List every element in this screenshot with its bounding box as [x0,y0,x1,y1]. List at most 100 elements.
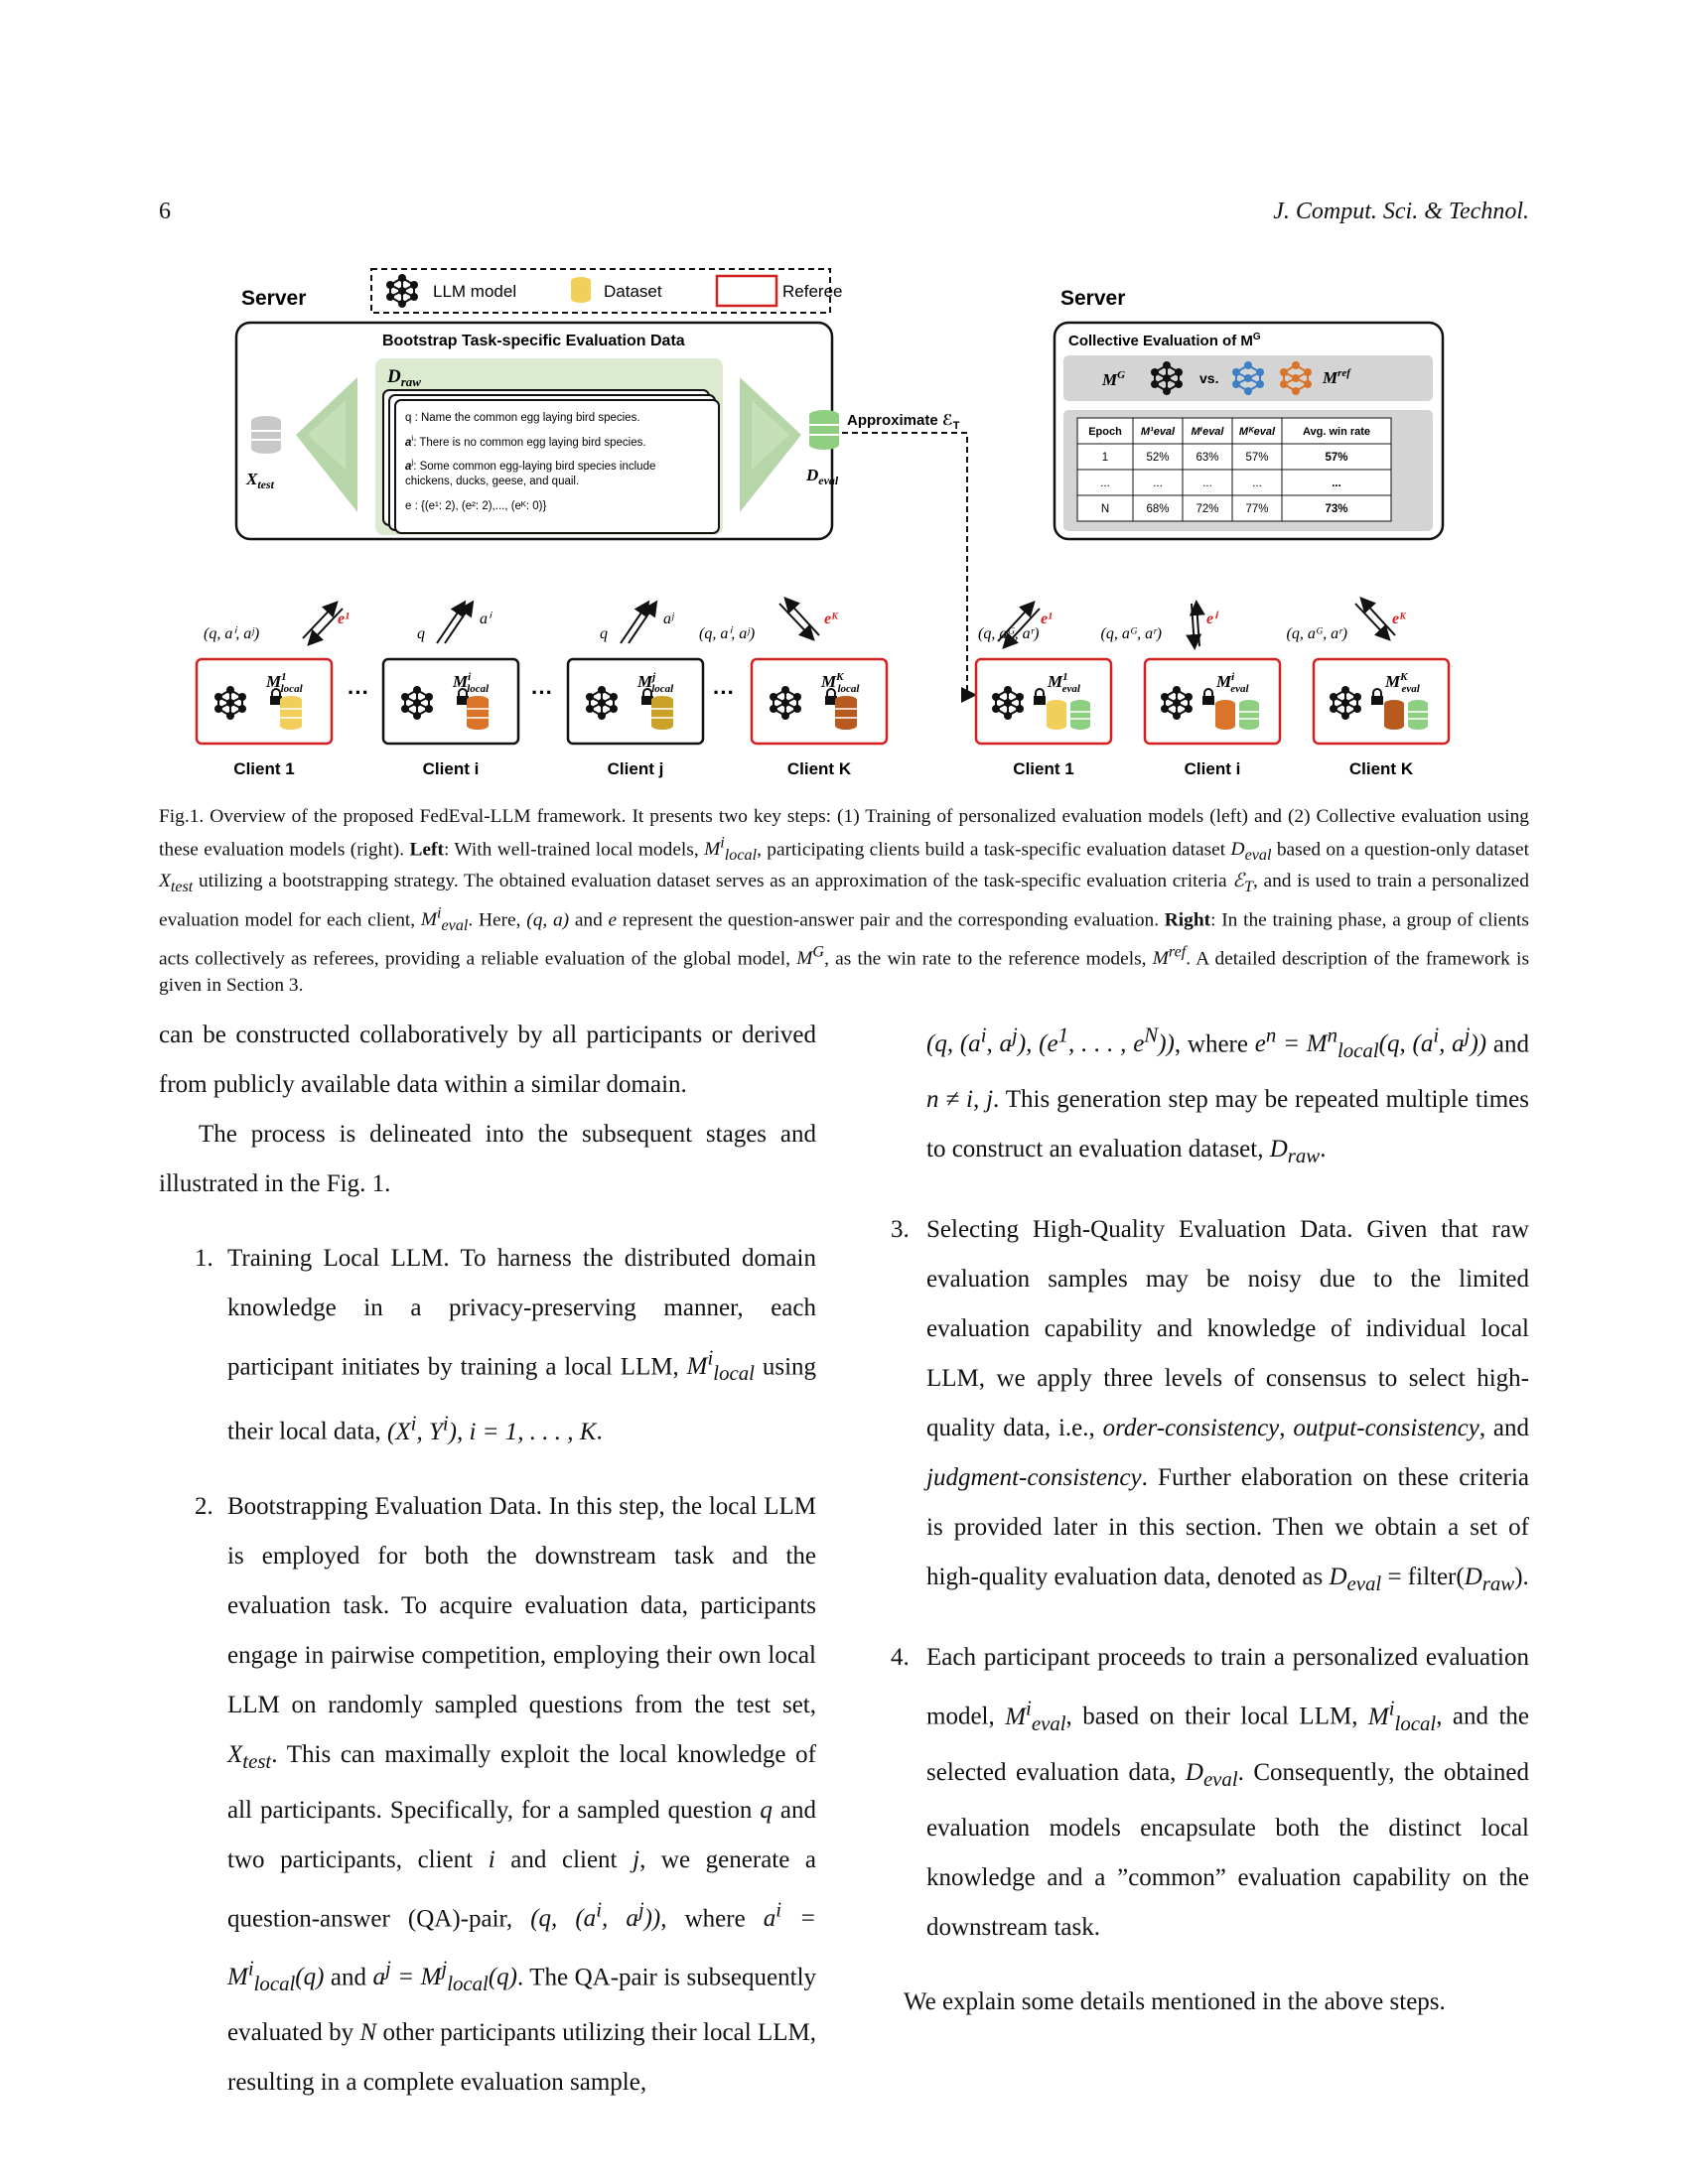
table-cell [1281,494,1392,522]
xtest-label: Xtest [245,470,275,491]
page-number: 6 [159,199,171,224]
llm-model-icon [385,273,419,309]
right-edge-e-i: eⁱ [1206,611,1219,627]
table-value: 57% [1245,452,1268,464]
left-client-i-name: Client i [423,759,480,778]
table-header: M¹eval [1141,426,1176,438]
table-value: ... [1252,478,1262,489]
right-client-i-name: Client i [1185,759,1241,778]
svg-text:MKeval: MKeval [1384,671,1421,695]
left-client-1-name: Client 1 [233,759,294,778]
table-value: 77% [1245,503,1268,515]
right-edge-label-k: (q, aᴳ, aʳ) [1287,625,1348,642]
table-cell [1182,494,1233,522]
svg-text:Milocal: Milocal [452,671,490,695]
left-edge-e-j: aʲ [663,611,675,627]
left-server-label: Server [241,287,306,310]
card-e: e : {(e¹: 2), (e²: 2),..., (eᴷ: 0)} [405,500,546,512]
card-ai: ai: There is no common egg laying bird s… [405,434,646,449]
svg-text:Mieval: Mieval [1215,671,1249,695]
left-client-j-name: Client j [608,759,664,778]
figure-caption: Fig.1. Overview of the proposed FedEval-… [159,806,1529,996]
card-aj-cont: chickens, ducks, geese, and quail. [405,476,579,487]
right-server-label: Server [1060,287,1125,310]
svg-text:M1eval: M1eval [1047,671,1081,695]
table-value: ... [1153,478,1163,489]
table-cell [1182,417,1233,445]
table-value: ... [1100,478,1110,489]
mref-label: Mref [1322,367,1351,387]
right-edge-label-i: (q, aᴳ, aʳ) [1101,625,1163,642]
table-header: Mᴷeval [1239,426,1276,438]
dots-1: ··· [348,680,369,705]
step-2-continued: (q, (ai, aj), (e1, . . . , eN)), where e… [926,1024,1530,1168]
right-edge-label-1: (q, aᴳ, aʳ) [978,625,1040,642]
referee-icon [715,274,778,308]
left-edge-label-i: q [417,625,425,642]
dots-3: ··· [713,680,735,705]
para-process: The process is delineated into the subse… [159,1121,816,1197]
table-cell [1231,443,1283,471]
right-column: (q, (ai, aj), (e1, . . . , eN)), where e… [891,1011,1530,2027]
left-column: can be constructed collaboratively by al… [159,1011,816,2108]
step-3: 3.Selecting High-Quality Evaluation Data… [891,1216,1529,1596]
legend-llm-label: LLM model [433,282,516,301]
card-aj: aj: Some common egg-laying bird species … [405,458,655,473]
svg-text:Mjlocal: Mjlocal [636,671,674,695]
figure-legend: LLM model Dataset Referee [370,268,842,314]
table-cell [1076,494,1134,522]
table-value: 73% [1325,503,1347,515]
left-edges [302,597,820,646]
table-value: ... [1332,478,1341,489]
table-value: 52% [1146,452,1169,464]
table-cell [1132,494,1184,522]
qa-card-text: q : Name the common egg laying bird spec… [405,412,655,512]
table-value: 1 [1102,452,1108,464]
table-header: Avg. win rate [1303,426,1370,438]
step-2: 2.Bootstrapping Evaluation Data. In this… [195,1492,817,2097]
table-header: Epoch [1088,426,1122,438]
left-edge-label-k: (q, aⁱ, aʲ) [699,625,755,642]
right-client-k-name: Client K [1349,759,1414,778]
step-4: 4.Each participant proceeds to train a p… [891,1644,1530,1941]
table-value: 68% [1146,503,1169,515]
table-cell [1231,417,1283,445]
table-cell [1182,469,1233,496]
left-edge-label-1: (q, aⁱ, aʲ) [204,625,259,642]
right-edge-e-k: eᴷ [1392,611,1407,627]
para-continued: can be constructed collaboratively by al… [159,1022,816,1098]
table-cell [1231,494,1283,522]
table-cell [1281,443,1392,471]
legend-dataset-label: Dataset [604,282,662,301]
qa-card [394,399,720,534]
mg-label: MG [1101,369,1125,389]
right-edge-e-1: e¹ [1041,611,1053,627]
step-1: 1.Training Local LLM. To harness the dis… [195,1245,817,1445]
journal-title: J. Comput. Sci. & Technol. [1273,199,1529,224]
left-edge-label-j: q [600,625,608,642]
para-explain: We explain some details mentioned in the… [904,1987,1446,2015]
xtest-dataset-icon [251,416,281,454]
vs-label: vs. [1199,370,1218,386]
table-value: 72% [1196,503,1218,515]
collective-title: Collective Evaluation of MG [1068,332,1261,349]
legend-referee-label: Referee [782,282,842,301]
deval-dataset-icon [809,410,839,450]
table-value: 57% [1325,452,1347,464]
left-edge-e-1: e¹ [338,611,350,627]
dataset-icon [571,277,591,303]
bootstrap-title: Bootstrap Task-specific Evaluation Data [382,333,685,349]
right-client-1-name: Client 1 [1013,759,1073,778]
table-cell [1231,469,1283,496]
left-client-k-name: Client K [787,759,852,778]
left-edge-e-k: eᴷ [824,611,839,627]
card-q: q : Name the common egg laying bird spec… [405,412,640,424]
